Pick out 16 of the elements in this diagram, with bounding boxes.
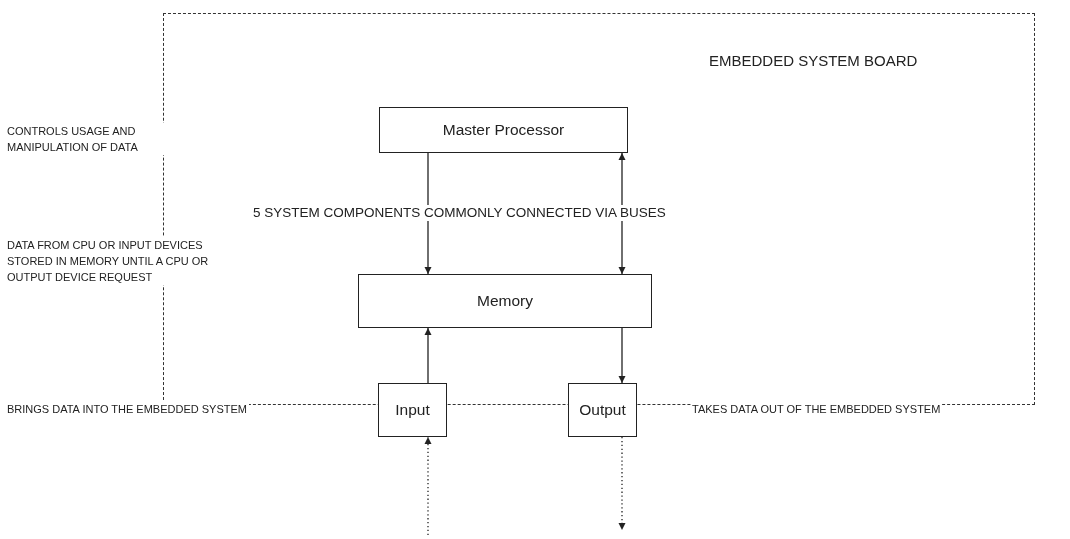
box-label: Master Processor — [442, 121, 565, 139]
box-label: Output — [579, 401, 626, 419]
arrow — [618, 327, 626, 384]
process-box — [358, 274, 652, 328]
arrow — [618, 436, 626, 531]
board-title: EMBEDDED SYSTEM BOARD — [709, 52, 918, 69]
annotation: 5 SYSTEM COMPONENTS COMMONLY CONNECTED VIA BUSES — [250, 205, 669, 221]
box-label: Memory — [477, 292, 533, 310]
process-box — [568, 383, 637, 437]
arrow — [424, 152, 432, 275]
process-box — [379, 107, 628, 153]
box-label: Input — [395, 401, 430, 419]
process-box — [378, 383, 447, 437]
arrow — [618, 152, 626, 275]
arrow — [424, 436, 432, 536]
arrow — [424, 327, 432, 384]
